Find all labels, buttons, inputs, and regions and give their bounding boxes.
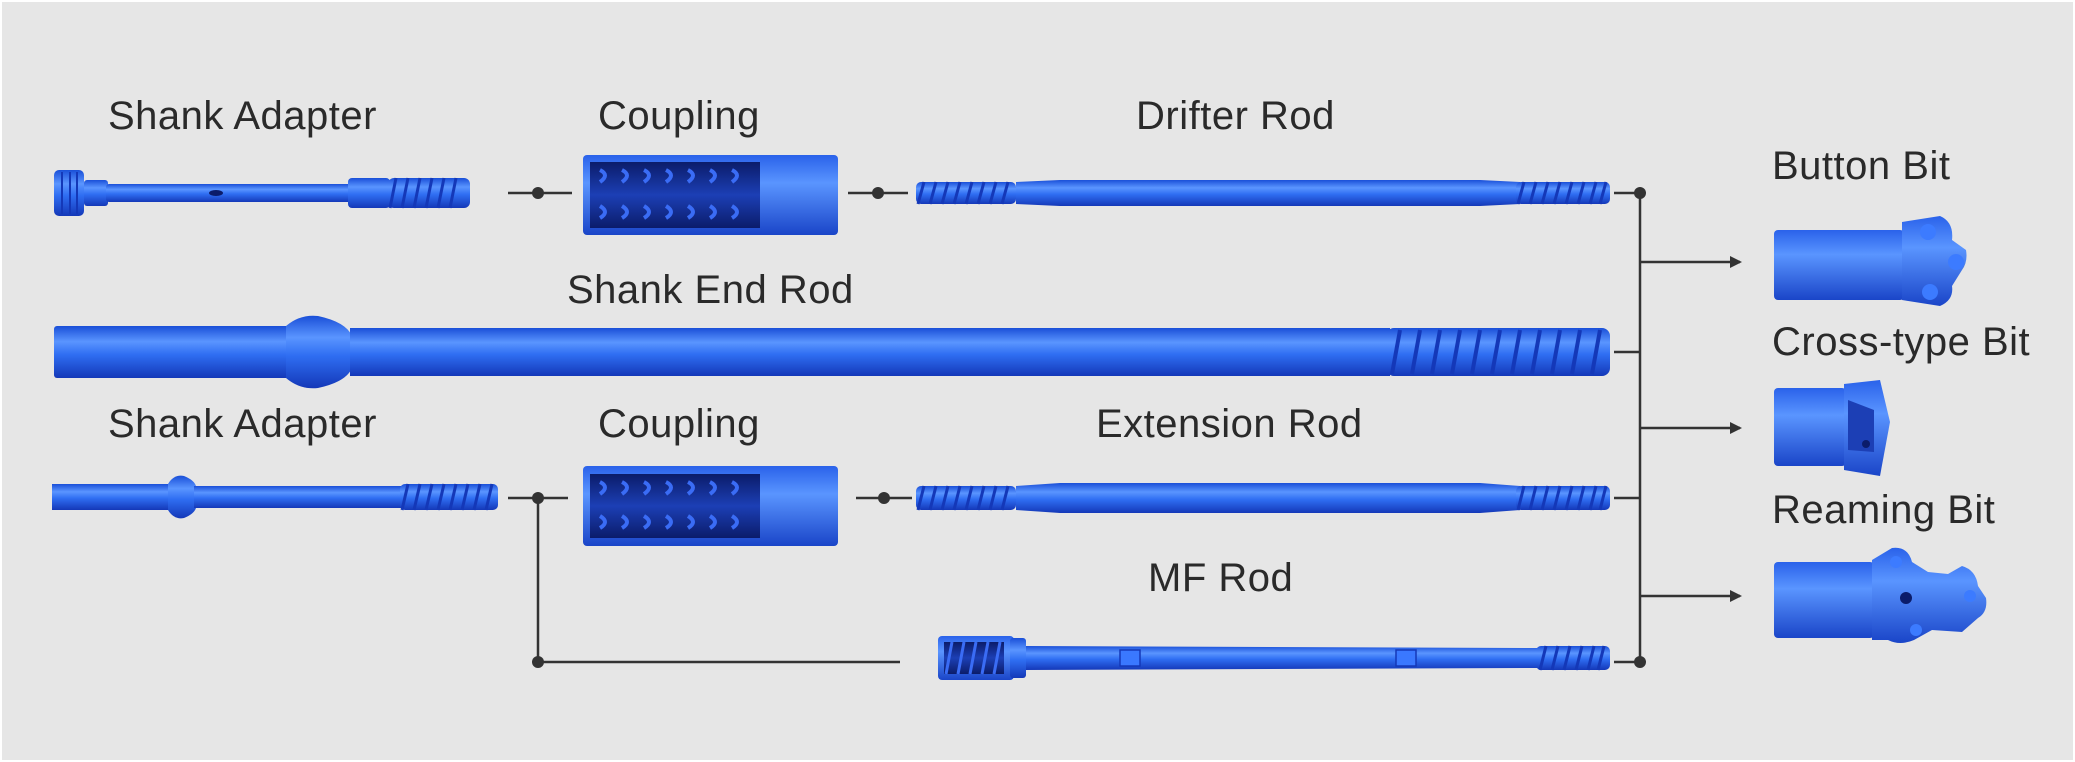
connector-coupling-extension [856,492,912,504]
connector-shank-coupling-bottom [508,492,900,668]
label-shank-adapter-top: Shank Adapter [108,94,377,138]
label-extension-rod: Extension Rod [1096,402,1363,446]
arrows-to-bits [1640,256,1742,602]
reaming-bit-part [1774,547,1987,643]
button-bit-part [1774,216,1967,306]
label-coupling-top: Coupling [598,94,760,138]
extension-rod-part [916,483,1610,513]
label-reaming-bit: Reaming Bit [1772,488,1996,532]
drifter-rod-part [916,180,1610,206]
shank-end-rod-part [54,315,1610,389]
coupling-top-part [583,155,838,235]
shank-adapter-bottom-part [52,475,498,519]
shank-adapter-top-part [54,170,470,216]
coupling-bottom-part [583,466,838,546]
connector-coupling-drifter [848,187,908,199]
connector-shank-coupling-top [508,187,572,199]
mf-rod-part [938,636,1610,680]
label-button-bit: Button Bit [1772,144,1951,188]
label-cross-type-bit: Cross-type Bit [1772,320,2031,364]
label-drifter-rod: Drifter Rod [1136,94,1335,138]
label-shank-end-rod: Shank End Rod [567,268,854,312]
cross-type-bit-part [1774,380,1890,476]
label-coupling-bottom: Coupling [598,402,760,446]
label-mf-rod: MF Rod [1148,556,1294,600]
label-shank-adapter-bottom: Shank Adapter [108,402,377,446]
